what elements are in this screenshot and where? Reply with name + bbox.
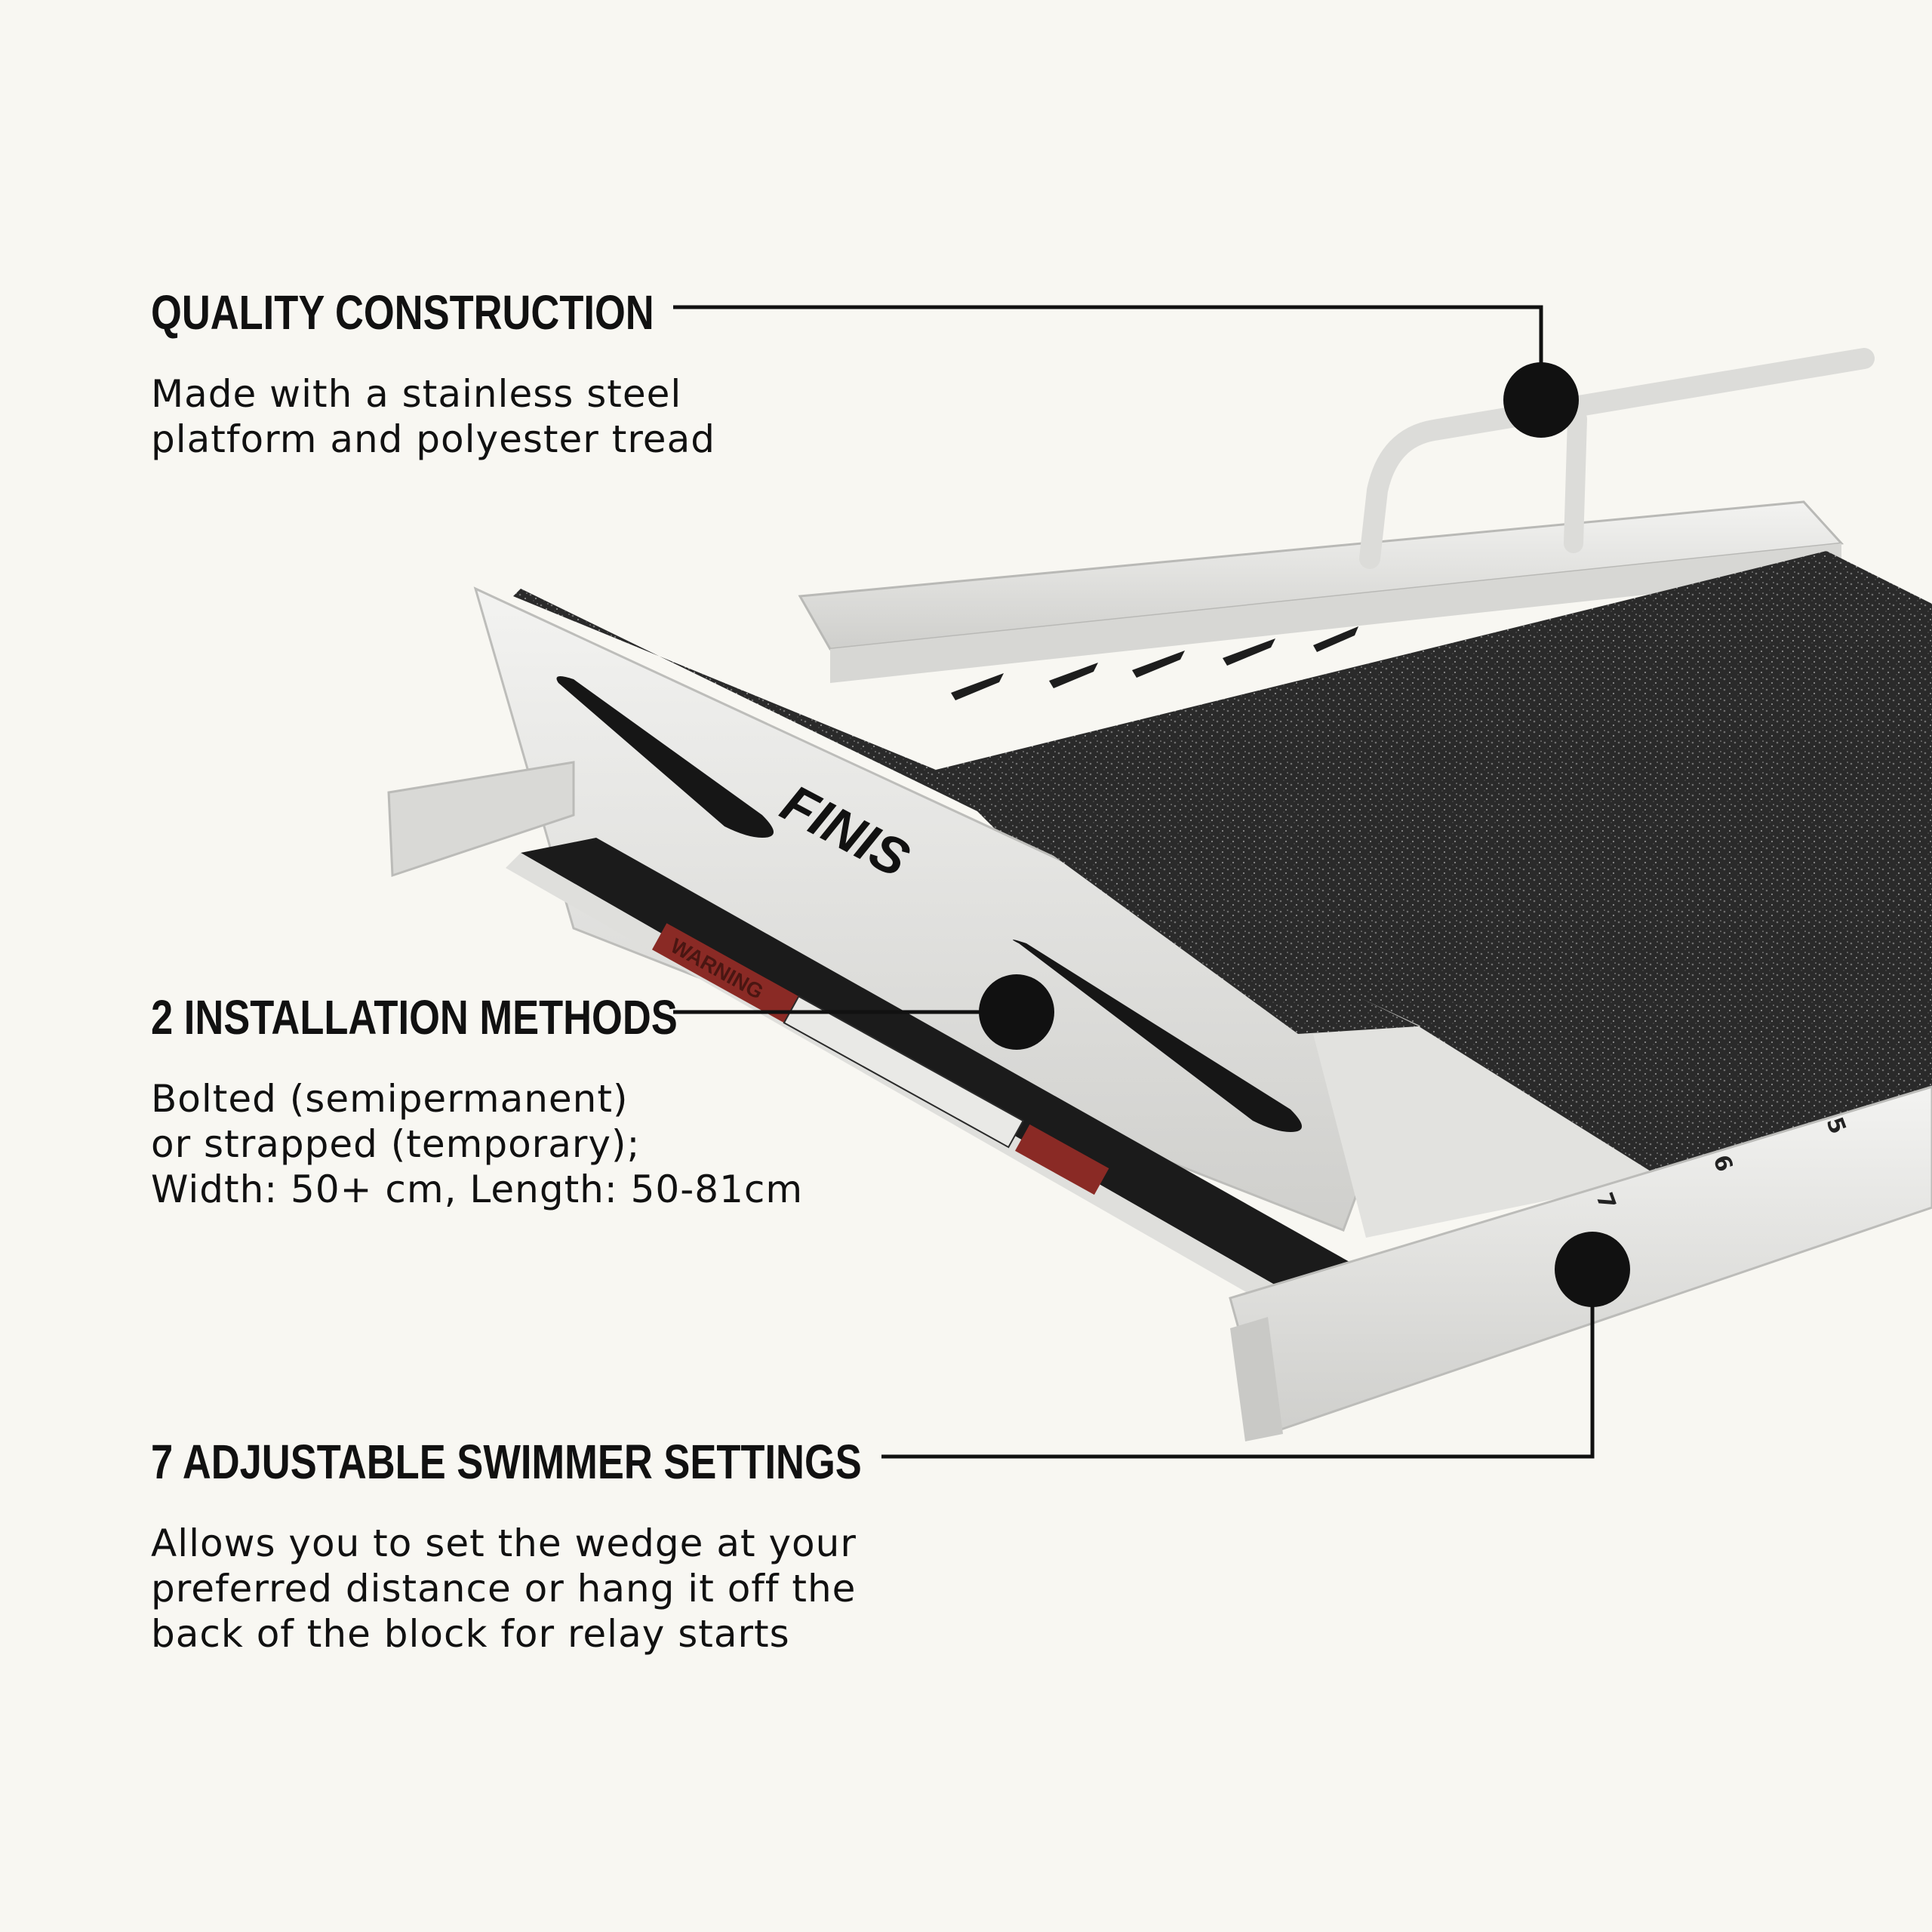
handle-bar xyxy=(1359,348,1875,569)
callout-description: Made with a stainless steel platform and… xyxy=(151,371,764,462)
callout-swimmer-settings: 7 ADJUSTABLE SWIMMER SETTINGS Allows you… xyxy=(151,1438,1018,1657)
description-line: Allows you to set the wedge at your xyxy=(151,1521,857,1565)
handle-post xyxy=(1564,409,1587,553)
wedge-top-grip xyxy=(513,589,1419,1034)
leader-dot-installation xyxy=(979,974,1054,1050)
leader-dot-settings xyxy=(1555,1232,1630,1307)
callout-description: Allows you to set the wedge at your pref… xyxy=(151,1521,1018,1657)
wedge-side xyxy=(1313,1026,1660,1238)
callout-heading: 2 INSTALLATION METHODS xyxy=(151,990,678,1044)
callout-heading: QUALITY CONSTRUCTION xyxy=(151,285,654,340)
description-line: Made with a stainless steel xyxy=(151,372,682,416)
description-line: Width: 50+ cm, Length: 50-81cm xyxy=(151,1168,804,1211)
description-line: preferred distance or hang it off the xyxy=(151,1567,857,1611)
callout-installation-methods: 2 INSTALLATION METHODS Bolted (semiperma… xyxy=(151,993,803,1212)
left-rail xyxy=(387,761,575,878)
description-line: Bolted (semipermanent) xyxy=(151,1077,629,1121)
wedge-slot-lower xyxy=(1013,940,1302,1132)
description-line: back of the block for relay starts xyxy=(151,1612,790,1656)
back-rail-face xyxy=(830,543,1841,683)
tread-platform xyxy=(936,551,1932,1177)
leader-dot-quality xyxy=(1503,362,1579,438)
description-line: platform and polyester tread xyxy=(151,417,715,461)
leader-line-quality xyxy=(673,305,1543,400)
description-line: or strapped (temporary); xyxy=(151,1122,641,1166)
callout-description: Bolted (semipermanent) or strapped (temp… xyxy=(151,1076,803,1212)
callout-quality-construction: QUALITY CONSTRUCTION Made with a stainle… xyxy=(151,288,764,462)
wedge-slot-upper xyxy=(556,676,774,838)
front-rail-end xyxy=(1230,1317,1283,1441)
back-rail-notches xyxy=(951,626,1358,700)
callout-heading: 7 ADJUSTABLE SWIMMER SETTINGS xyxy=(151,1435,862,1489)
leader-line-settings xyxy=(881,1269,1595,1459)
base-pan xyxy=(521,838,1374,1298)
